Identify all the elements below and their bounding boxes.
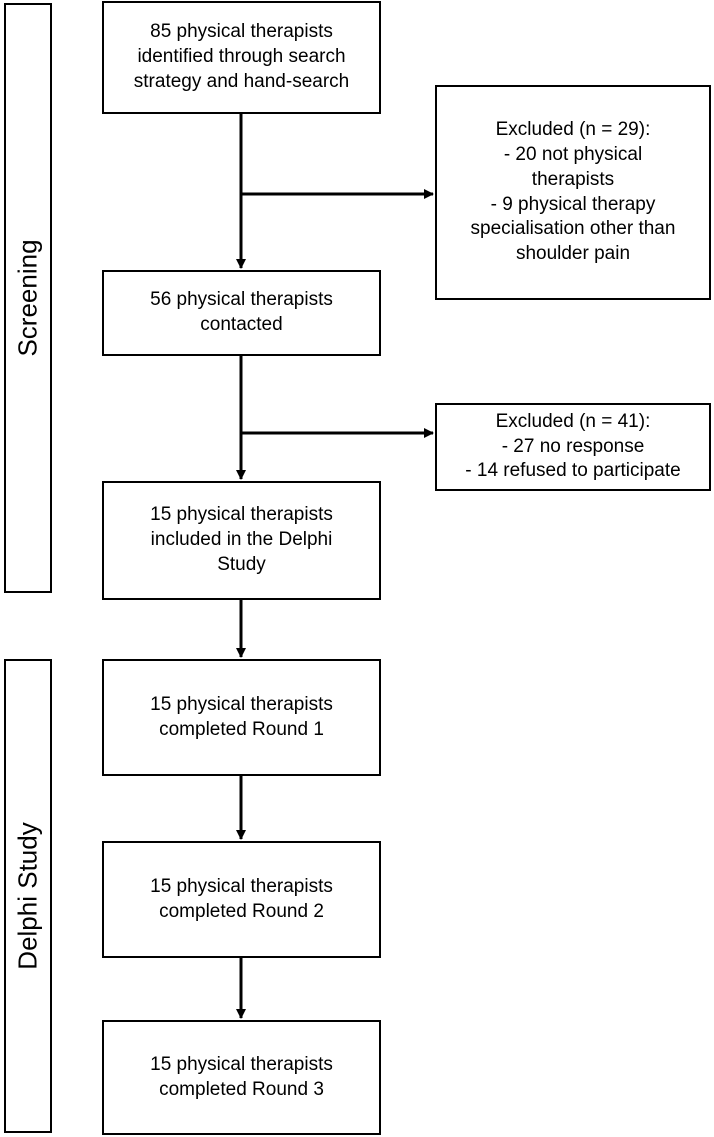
exclusion-1-line-2: - 20 not physical — [503, 144, 643, 166]
included-line-3: Study — [217, 553, 266, 575]
exclusion-1-line-4: - 9 physical therapy — [490, 193, 656, 215]
exclusion-2-line-3: - 14 refused to participate — [465, 460, 681, 482]
included-box: 15 physical therapists included in the D… — [102, 481, 381, 600]
round2-box: 15 physical therapists completed Round 2 — [102, 841, 381, 958]
exclusion-1-line-5: specialisation other than — [470, 218, 676, 240]
exclusion-box-2: Excluded (n = 41): - 27 no response - 14… — [435, 403, 711, 491]
round2-line-1: 15 physical therapists — [150, 875, 333, 897]
round3-line-2: completed Round 3 — [159, 1078, 324, 1100]
round1-line-1: 15 physical therapists — [150, 693, 333, 715]
exclusion-2-line-2: - 27 no response — [501, 435, 645, 457]
round3-line-1: 15 physical therapists — [150, 1053, 333, 1075]
identified-line-3: strategy and hand-search — [133, 70, 350, 92]
round3-box: 15 physical therapists completed Round 3 — [102, 1020, 381, 1135]
delphi-phase-box: Delphi Study — [4, 659, 52, 1133]
identified-line-2: identified through search — [137, 46, 346, 68]
exclusion-1-line-3: therapists — [531, 168, 615, 190]
identified-line-1: 85 physical therapists — [150, 21, 333, 43]
round2-line-2: completed Round 2 — [159, 900, 324, 922]
exclusion-1-line-6: shoulder pain — [515, 242, 631, 264]
exclusion-2-line-1: Excluded (n = 41): — [495, 410, 651, 432]
exclusion-box-1: Excluded (n = 29): - 20 not physical the… — [435, 85, 711, 300]
round1-box: 15 physical therapists completed Round 1 — [102, 659, 381, 776]
identified-box: 85 physical therapists identified throug… — [102, 1, 381, 114]
round1-line-2: completed Round 1 — [159, 718, 324, 740]
contacted-line-2: contacted — [200, 314, 283, 335]
included-line-1: 15 physical therapists — [150, 504, 333, 526]
contacted-box: 56 physical therapists contacted — [102, 270, 381, 356]
exclusion-1-line-1: Excluded (n = 29): — [495, 119, 651, 141]
screening-phase-box: Screening — [4, 3, 52, 593]
contacted-line-1: 56 physical therapists — [150, 289, 333, 311]
included-line-2: included in the Delphi — [150, 529, 333, 551]
